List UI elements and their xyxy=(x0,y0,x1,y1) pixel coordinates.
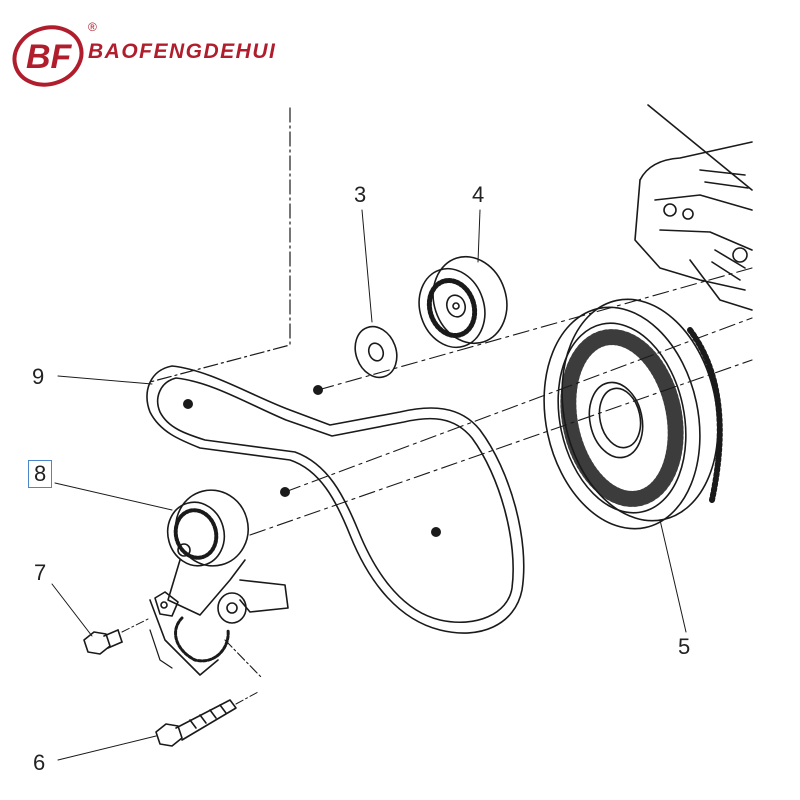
idler-pulley xyxy=(418,255,508,349)
crankshaft-pulley xyxy=(543,298,723,530)
washer xyxy=(354,325,398,379)
brand-name: BAOFENGDEHUI xyxy=(88,40,277,63)
registered-mark: ® xyxy=(88,20,97,34)
callout-6: 6 xyxy=(33,750,46,775)
reference-line xyxy=(149,107,291,383)
engine-housing xyxy=(634,104,753,311)
short-bolt xyxy=(83,617,151,655)
belt-tensioner xyxy=(149,489,289,679)
callout-8: 8 xyxy=(28,460,53,488)
callout-4: 4 xyxy=(472,182,485,207)
serpentine-belt xyxy=(146,365,525,634)
callout-7: 7 xyxy=(34,560,47,585)
callout-5: 5 xyxy=(678,634,691,659)
long-bolt xyxy=(155,691,259,747)
center-dots xyxy=(183,385,441,537)
logo-letters: BF xyxy=(26,38,73,76)
callout-9: 9 xyxy=(32,364,45,389)
brand-logo: BF xyxy=(12,25,84,87)
callout-3: 3 xyxy=(354,182,367,207)
